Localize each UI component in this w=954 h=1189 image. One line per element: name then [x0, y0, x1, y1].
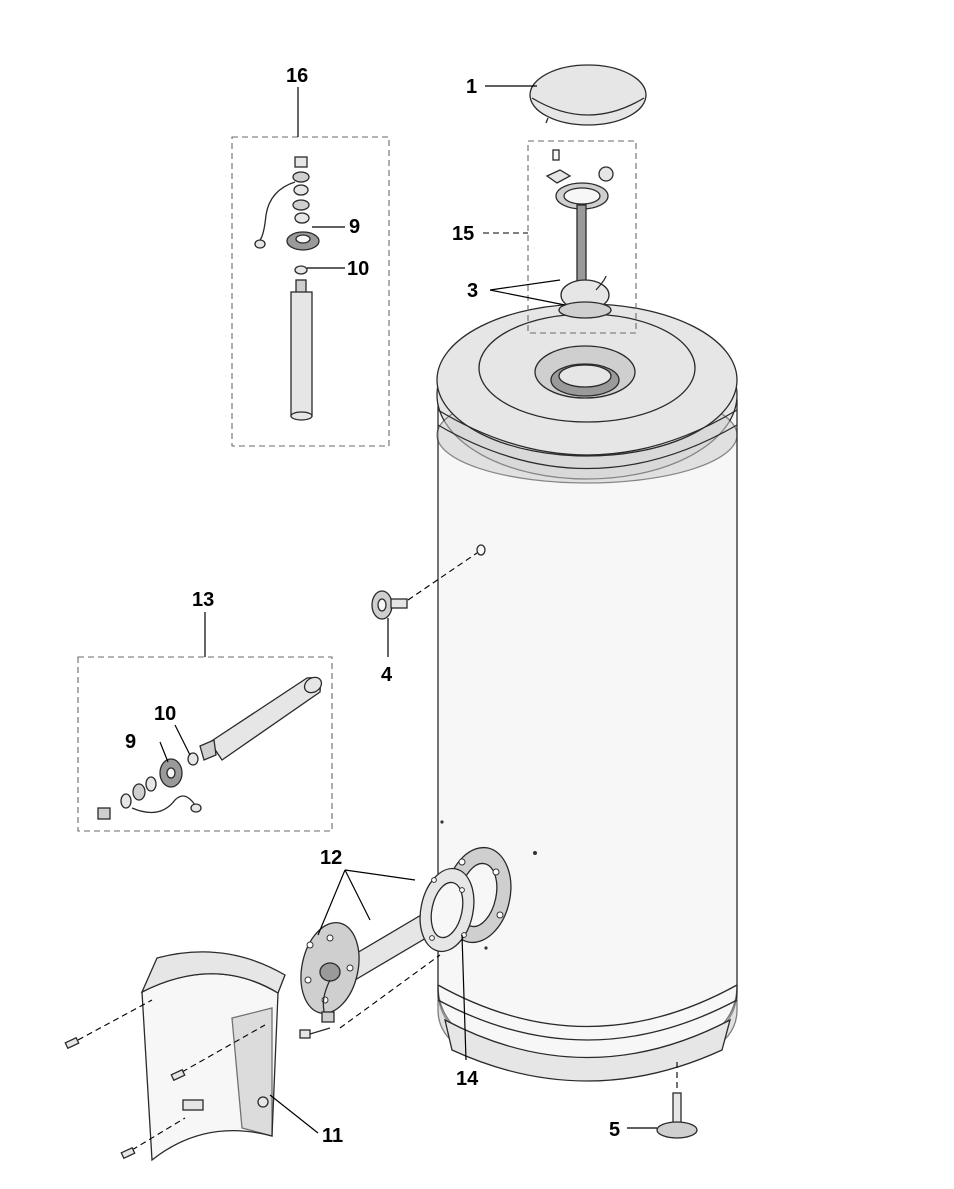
callout-1: 1	[466, 76, 477, 98]
thermostat-kit-parts	[545, 149, 614, 319]
element-screw-line	[339, 954, 441, 1029]
callout-10-side: 10	[154, 703, 176, 725]
anode-rod-side	[97, 676, 323, 820]
callout-9-top: 9	[349, 216, 360, 238]
callout-13: 13	[192, 589, 214, 611]
callout-labels: 16 1 9 15 10 3 13 4 10 9 12 14 5 11	[125, 65, 620, 1147]
callout-5: 5	[609, 1119, 620, 1141]
callout-4: 4	[381, 664, 393, 686]
anode-kit-side-box	[77, 656, 333, 832]
callout-11: 11	[322, 1125, 343, 1147]
callout-16: 16	[286, 65, 308, 87]
callout-14: 14	[456, 1068, 479, 1090]
anode-rod-top	[254, 156, 320, 421]
leader-lines	[159, 85, 657, 1134]
drain-valve-part	[371, 544, 486, 620]
heating-element-part	[299, 904, 449, 1039]
callout-3: 3	[467, 280, 478, 302]
callout-15: 15	[452, 223, 474, 245]
access-cover-part	[64, 951, 286, 1162]
element-gasket-part	[419, 867, 475, 953]
callout-9-side: 9	[125, 731, 136, 753]
leg-part	[656, 1062, 698, 1139]
callout-10-top: 10	[347, 258, 369, 280]
anode-kit-top-box	[231, 136, 390, 447]
tank	[436, 303, 738, 1082]
callout-12: 12	[320, 847, 342, 869]
thermostat-kit-box	[527, 140, 637, 334]
top-cover-part	[529, 64, 647, 126]
